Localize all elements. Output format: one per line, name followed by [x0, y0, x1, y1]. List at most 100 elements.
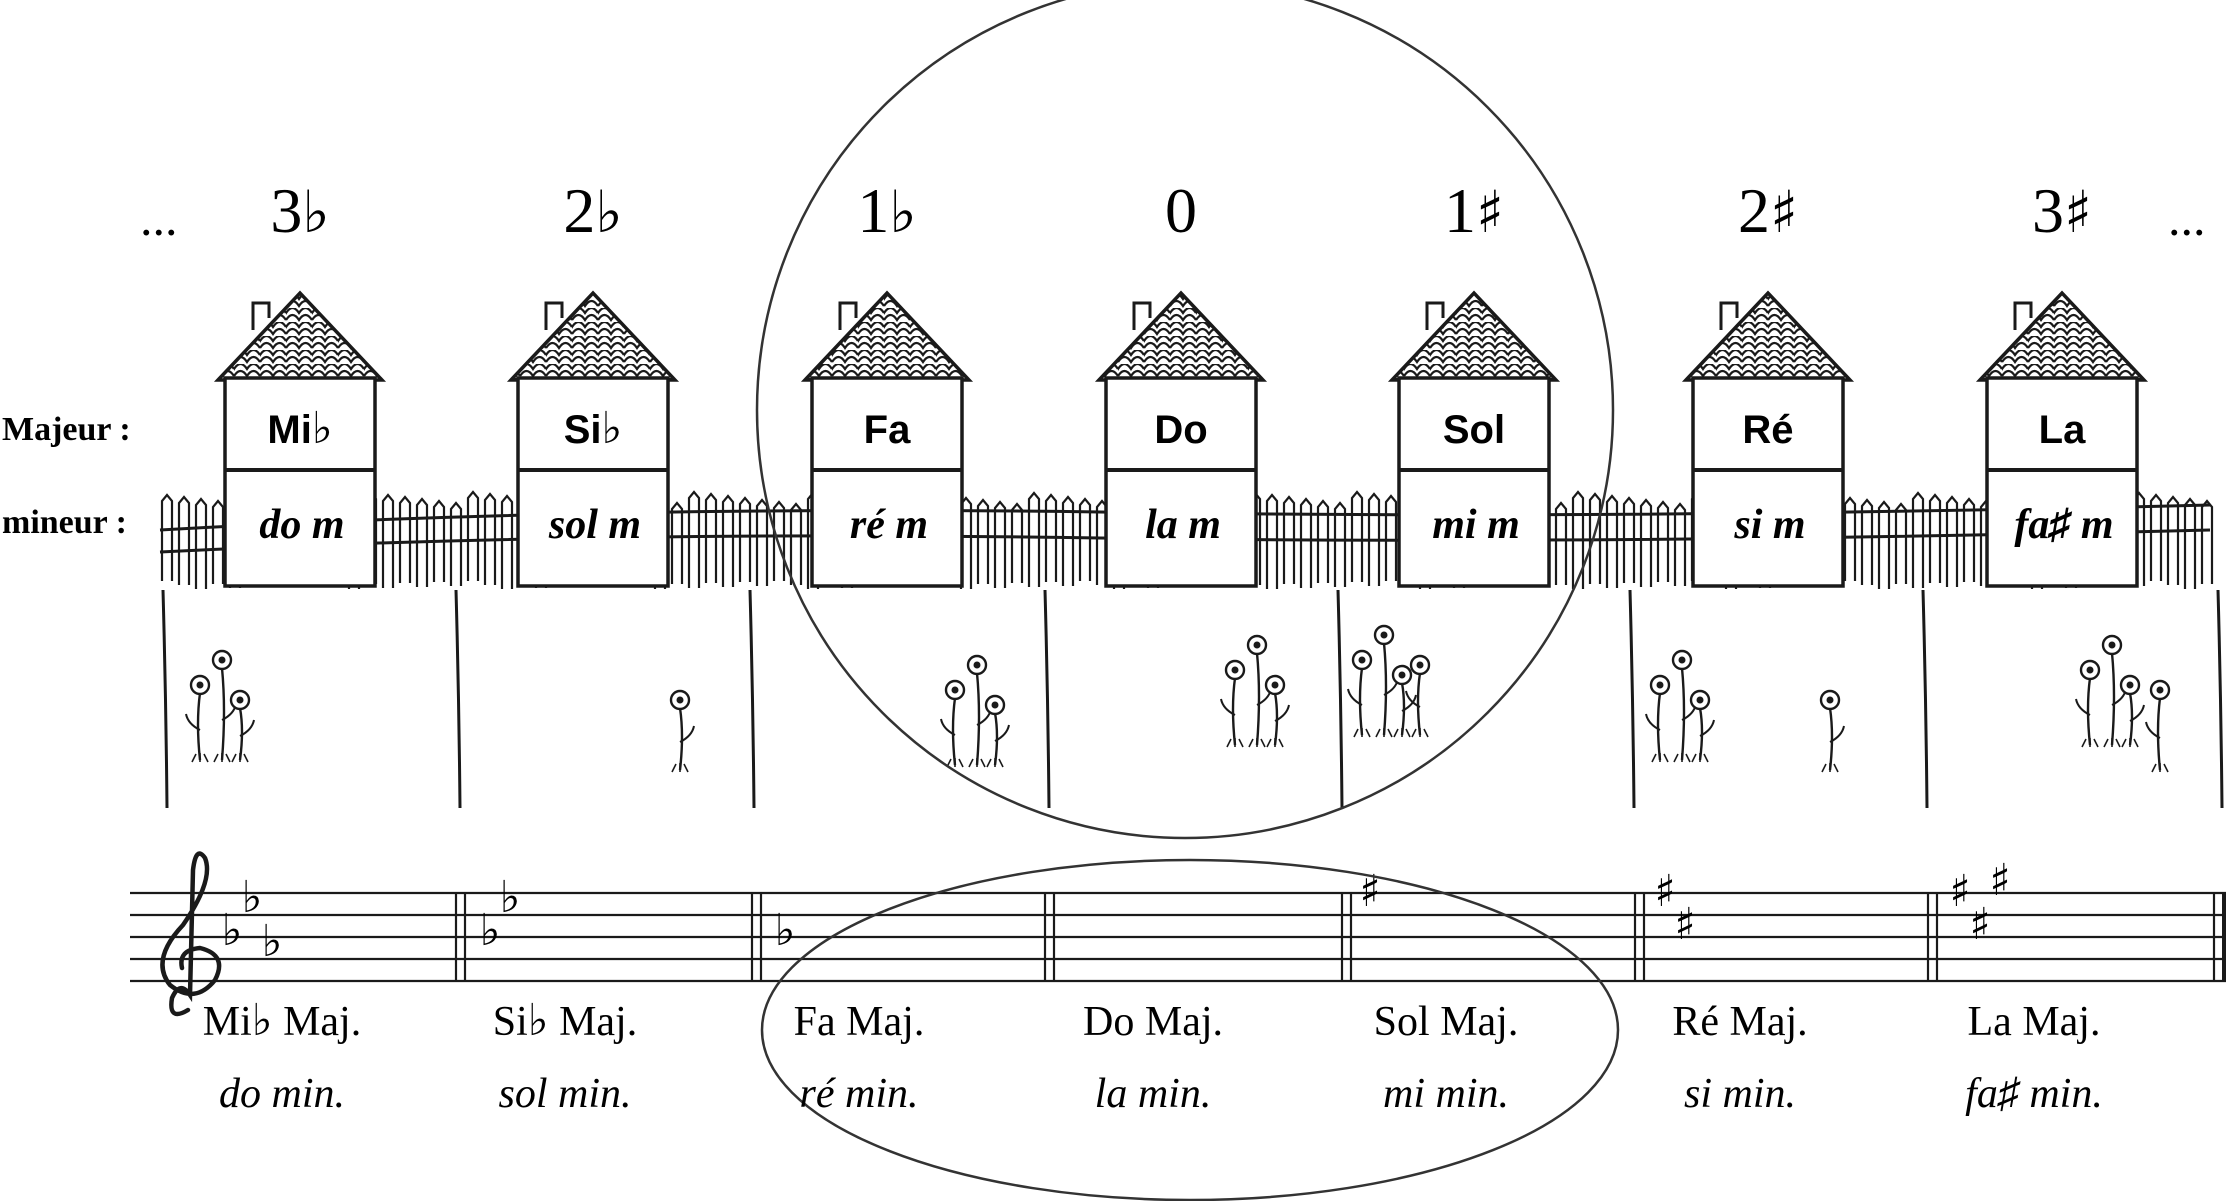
- row-label-major: Majeur :: [2, 411, 131, 448]
- fence-picket: [721, 494, 735, 587]
- fence-picket: [1010, 502, 1024, 583]
- yard-divider: [454, 589, 462, 809]
- fence-picket: [687, 490, 701, 588]
- flower-icon: [229, 689, 255, 763]
- flower-icon: [1264, 674, 1290, 748]
- flat-icon: ♭: [775, 905, 796, 956]
- staff-major-label: Ré Maj.: [1672, 999, 1807, 1045]
- staff-minor-label: si min.: [1684, 1071, 1796, 1117]
- fence-picket: [466, 490, 480, 581]
- flower-icon: [1347, 649, 1373, 738]
- fence-picket: [1027, 491, 1041, 587]
- house-major-label: Mi♭: [267, 403, 332, 454]
- accidental-count: 2♯: [1738, 175, 1798, 246]
- fence-picket: [1911, 491, 1925, 588]
- house-icon: Si♭ sol m: [506, 290, 680, 588]
- yard-divider: [161, 589, 169, 809]
- house-major-label: Fa: [864, 408, 911, 452]
- house-minor-label: sol m: [548, 502, 641, 548]
- fence-picket: [1265, 493, 1279, 589]
- fence-picket: [1945, 495, 1959, 587]
- fence-picket: [1299, 497, 1313, 588]
- fence-picket: [1316, 499, 1330, 583]
- flower-icon: [984, 694, 1010, 768]
- sharp-icon: ♯: [1359, 866, 1380, 917]
- yard-dividers: [161, 589, 2224, 809]
- flower-icon: [1819, 689, 1845, 773]
- fence-picket: [670, 501, 684, 584]
- staff-major-label: Fa Maj.: [794, 999, 925, 1045]
- staff-minor-label: mi min.: [1383, 1071, 1509, 1117]
- fence-picket: [789, 502, 803, 585]
- fence-picket: [1571, 490, 1585, 589]
- staff-major-label: Do Maj.: [1083, 999, 1223, 1045]
- fence-picket: [993, 500, 1007, 588]
- staff-major-label: Sol Maj.: [1374, 999, 1519, 1045]
- fence-picket: [1367, 492, 1381, 586]
- fence-picket: [1656, 500, 1670, 582]
- fence-picket: [1554, 501, 1568, 585]
- flat-icon: ♭: [500, 872, 521, 923]
- yard-divider: [1921, 589, 1929, 809]
- fence-picket: [704, 492, 718, 583]
- yard-divider: [1336, 589, 1344, 809]
- fence-picket: [2149, 493, 2163, 581]
- flowers: [185, 624, 2171, 773]
- flat-icon: ♭: [222, 905, 243, 956]
- fence-picket: [1350, 490, 1364, 582]
- house-icon: Fa ré m: [800, 290, 974, 588]
- ellipsis-left: ...: [140, 190, 178, 246]
- staff-highlight-ellipse: [760, 858, 1620, 1201]
- flower-icon: [2075, 659, 2101, 748]
- fence-picket: [500, 494, 514, 589]
- highlight-circle: [755, 0, 1615, 840]
- fence-picket: [1894, 502, 1908, 584]
- flower-icon: [185, 674, 211, 763]
- fence-picket: [1928, 493, 1942, 583]
- house-major-label: Sol: [1443, 408, 1505, 452]
- fence-picket: [415, 497, 429, 587]
- fence-picket: [1622, 496, 1636, 583]
- fence-picket: [1605, 494, 1619, 588]
- sharp-icon: ♯: [1674, 899, 1695, 950]
- fence-picket: [177, 495, 191, 585]
- house-major-label: Si♭: [564, 403, 623, 454]
- flower-icon: [1391, 664, 1417, 738]
- fence-picket: [160, 493, 174, 581]
- fence-picket: [2183, 497, 2197, 589]
- fence-picket: [1962, 497, 1976, 582]
- fence-picket: [1384, 494, 1398, 581]
- house-minor-label: la m: [1145, 502, 1221, 548]
- flat-icon: ♭: [262, 916, 283, 967]
- fence-picket: [738, 496, 752, 582]
- flower-icon: [2145, 679, 2171, 773]
- key-labels: Mi♭ Maj.do min.Si♭ Maj.sol min.Fa Maj.ré…: [203, 995, 2103, 1117]
- fence-picket: [1333, 501, 1347, 587]
- fence-picket: [432, 499, 446, 582]
- fence-picket: [194, 497, 208, 589]
- flower-icon: [940, 679, 966, 768]
- fence-picket: [1044, 493, 1058, 582]
- staff: ♭♭♭♭♭♭♯♯♯♯♯♯: [130, 851, 2226, 1017]
- fence-picket: [398, 495, 412, 583]
- staff-major-label: La Maj.: [1968, 999, 2101, 1045]
- staff-major-label: Si♭ Maj.: [493, 995, 637, 1046]
- house-major-label: Do: [1154, 408, 1207, 452]
- fence-picket: [483, 492, 497, 585]
- house-minor-label: fa♯ m: [2014, 502, 2113, 548]
- flower-icon: [211, 649, 237, 763]
- flower-icon: [1671, 649, 1697, 763]
- sharp-icon: ♯: [1989, 855, 2010, 906]
- house-minor-label: ré m: [850, 502, 928, 548]
- fence-picket: [1588, 492, 1602, 584]
- yard-divider: [1043, 589, 1051, 809]
- staff-minor-label: fa♯ min.: [1965, 1071, 2103, 1117]
- flower-icon: [669, 689, 695, 773]
- fence-picket: [211, 499, 225, 584]
- fence-picket: [1078, 497, 1092, 581]
- fence-picket: [1860, 498, 1874, 585]
